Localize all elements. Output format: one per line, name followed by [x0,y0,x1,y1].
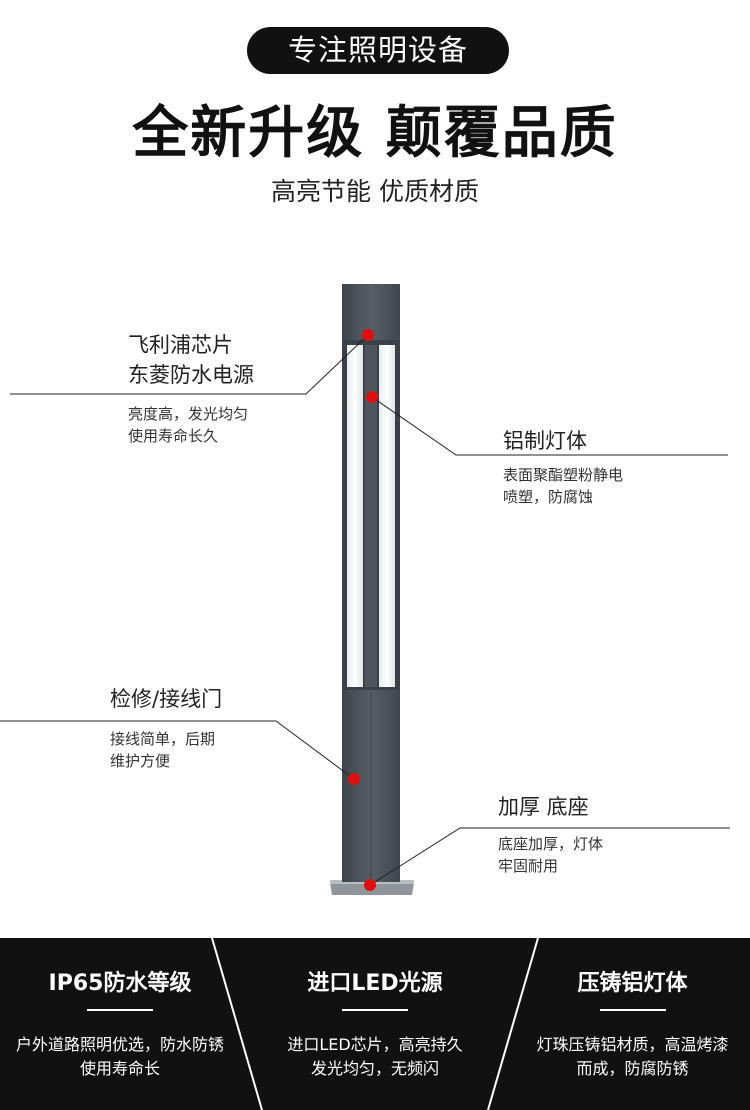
lamp-light-panel-left [347,345,363,687]
leader-door [0,720,355,780]
leader-body [371,396,728,456]
annotation-chip-desc-2: 使用寿命长久 [128,427,219,445]
feature-die-cast-body-line-2: 而成，防腐防锈 [576,1059,689,1078]
feature-led-source-underline [342,1009,408,1011]
lamp-pole-illustration [0,284,730,895]
annotation-door-desc-1: 接线简单，后期 [110,730,216,748]
annotation-door-title: 检修/接线门 [110,687,223,711]
annotation-door-desc-2: 维护方便 [110,752,171,770]
feature-die-cast-body-line-1: 灯珠压铸铝材质，高温烤漆 [536,1035,729,1054]
annotation-body-desc-2: 喷塑，防腐蚀 [503,488,594,506]
annotation-chip-desc-1: 亮度高，发光均匀 [128,405,249,423]
marker-base [364,879,376,891]
features-band: IP65防水等级 户外道路照明优选，防水防锈 使用寿命长 进口LED光源 进口L… [0,938,750,1110]
marker-chip [362,329,374,341]
feature-dividers [211,938,539,1110]
feature-waterproof-title: IP65防水等级 [48,971,192,996]
marker-door [348,773,360,785]
leader-chip [10,334,369,395]
annotation-base-desc-1: 底座加厚，灯体 [498,835,604,853]
feature-led-source-line-1: 进口LED芯片，高亮持久 [287,1035,463,1054]
annotation-chip-title-2: 东菱防水电源 [128,363,254,387]
annotation-base-desc-2: 牢固耐用 [498,857,559,875]
leader-lines [0,334,730,886]
feature-waterproof-line-2: 使用寿命长 [79,1059,160,1078]
feature-die-cast-body-title: 压铸铝灯体 [577,971,688,996]
leader-base [369,827,730,886]
annotation-base-title: 加厚 底座 [498,795,589,819]
feature-die-cast-body: 压铸铝灯体 灯珠压铸铝材质，高温烤漆 而成，防腐防锈 [515,938,750,1110]
feature-waterproof-line-1: 户外道路照明优选，防水防锈 [15,1035,224,1054]
feature-waterproof-underline [87,1009,153,1011]
page-subline: 高亮节能 优质材质 [271,177,479,206]
annotation-chip-title-1: 飞利浦芯片 [128,333,233,357]
lamp-light-panel-right [379,345,395,687]
feature-led-source-line-2: 发光均匀，无频闪 [310,1059,439,1078]
brand-tag-pill: 专注照明设备 [247,27,509,74]
page-headline: 全新升级 颠覆品质 [132,101,618,166]
feature-led-source-title: 进口LED光源 [307,971,443,996]
annotation-body-title: 铝制灯体 [503,429,587,453]
marker-body [366,391,378,403]
feature-waterproof: IP65防水等级 户外道路照明优选，防水防锈 使用寿命长 [0,938,240,1110]
feature-led-source: 进口LED光源 进口LED芯片，高亮持久 发光均匀，无频闪 [255,938,495,1110]
lamp-center-bar [365,345,377,687]
feature-die-cast-body-underline [599,1009,666,1011]
annotation-body-desc-1: 表面聚酯塑粉静电 [503,466,624,484]
